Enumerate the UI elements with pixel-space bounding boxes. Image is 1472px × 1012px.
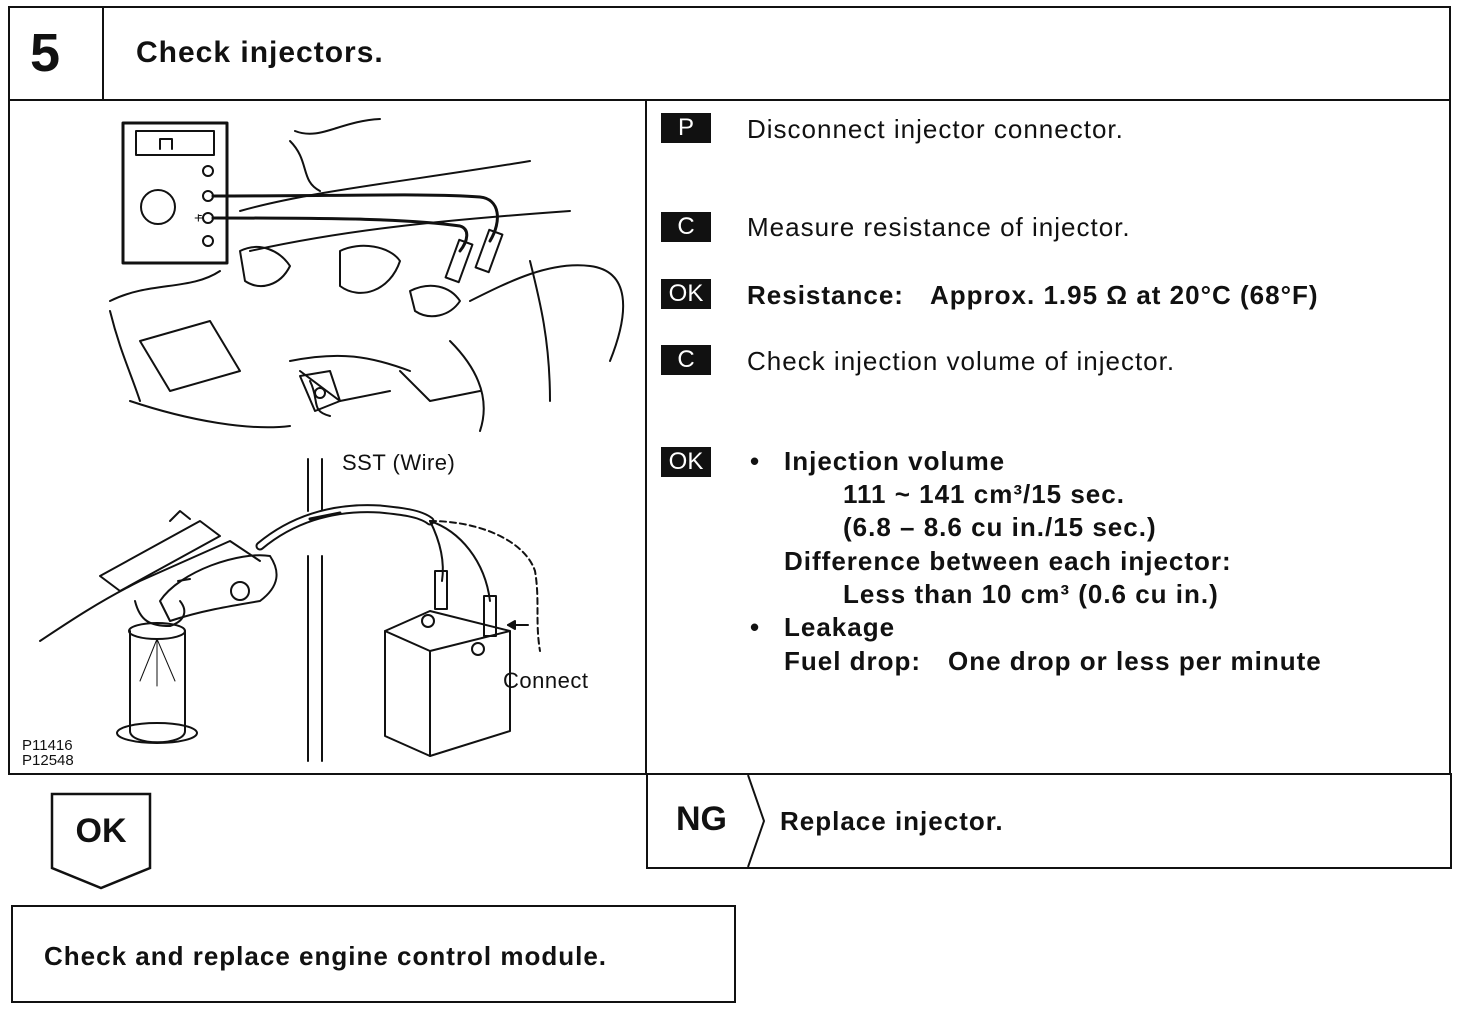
step-injection-check-text: Check injection volume of injector. <box>747 346 1176 376</box>
injection-volume-imperial: (6.8 – 8.6 cu in./15 sec.) <box>843 512 1157 542</box>
figure-code-2: P12548 <box>22 752 74 769</box>
page-title: Check injectors. <box>136 36 384 69</box>
ng-label: NG <box>676 800 727 838</box>
step-number-divider <box>102 6 104 101</box>
next-step-box <box>11 905 736 1003</box>
difference-label: Difference between each injector: <box>784 546 1232 576</box>
badge-ok-1: OK <box>661 279 711 309</box>
badge-c-1: C <box>661 212 711 242</box>
injection-volume-metric: 111 ~ 141 cm³/15 sec. <box>843 479 1125 509</box>
step-disconnect-text: Disconnect injector connector. <box>747 114 1124 144</box>
fuel-drop-label: Fuel drop: <box>784 646 922 676</box>
ng-result-box <box>646 773 1452 869</box>
ok-result-label: OK <box>75 812 127 850</box>
step-measure-text: Measure resistance of injector. <box>747 212 1131 242</box>
panel-divider <box>645 99 647 775</box>
difference-value: Less than 10 cm³ (0.6 cu in.) <box>843 579 1219 609</box>
resistance-value: Approx. 1.95 Ω at 20°C (68°F) <box>930 280 1319 310</box>
badge-c-2: C <box>661 345 711 375</box>
bullet-injection: • <box>750 446 761 476</box>
fuel-drop-value: One drop or less per minute <box>948 646 1322 676</box>
ng-action-text: Replace injector. <box>780 806 1004 836</box>
bullet-leakage: • <box>750 612 761 642</box>
meter-plus-sign: + <box>194 210 203 227</box>
ok-result-tag <box>50 792 152 890</box>
step-number: 5 <box>30 23 61 83</box>
sst-wire-label: SST (Wire) <box>342 450 456 475</box>
meter-minus-sign: - <box>198 207 202 222</box>
badge-ok-2: OK <box>661 447 711 477</box>
ng-arrow-divider <box>747 775 766 867</box>
badge-p: P <box>661 113 711 143</box>
figure-code-1: P11416 <box>22 737 73 754</box>
next-step-text: Check and replace engine control module. <box>44 941 608 971</box>
injection-volume-label: Injection volume <box>784 446 1006 476</box>
injector-test-illustration: - + Ω <box>39 118 625 762</box>
resistance-label: Resistance: <box>747 280 904 310</box>
leakage-label: Leakage <box>784 612 896 642</box>
connect-label: Connect <box>503 668 589 693</box>
